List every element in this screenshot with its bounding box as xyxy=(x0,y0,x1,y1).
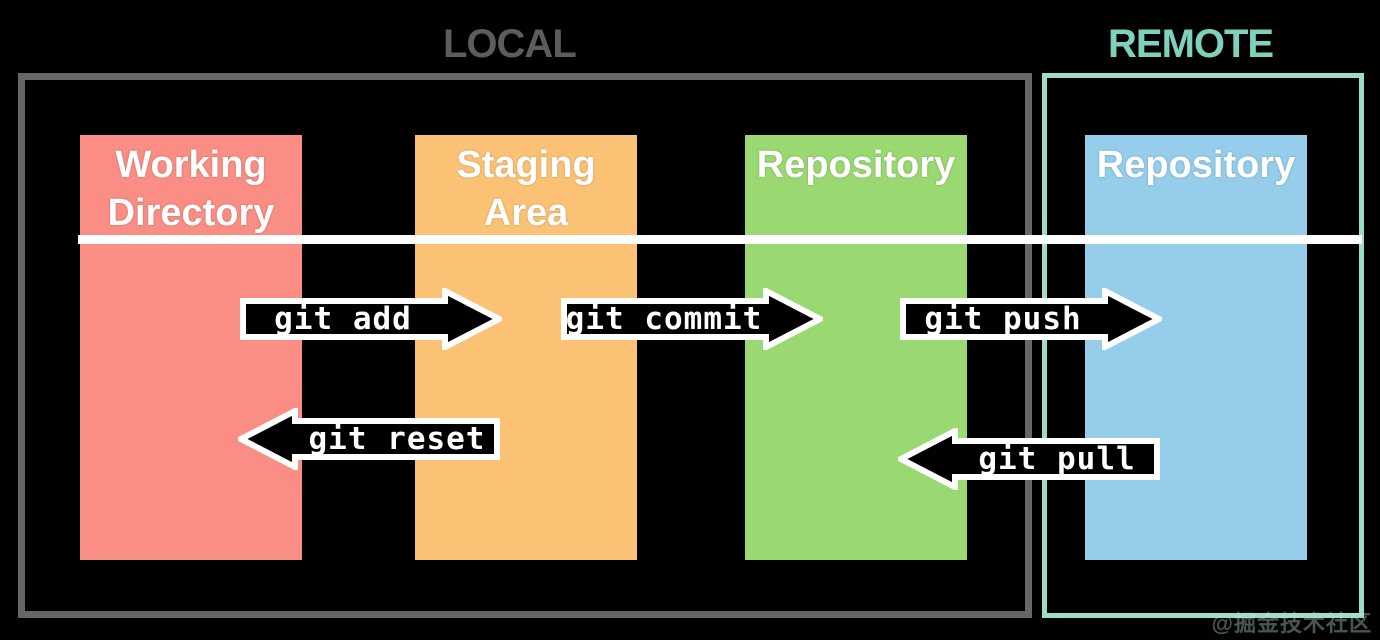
column-local-repository: Repository xyxy=(745,135,967,560)
column-label-remote-repository: Repository xyxy=(1085,141,1307,189)
local-zone-title: LOCAL xyxy=(443,22,577,66)
local-zone-frame xyxy=(18,73,1032,618)
arrow-git-reset: git reset xyxy=(238,408,500,470)
column-label-working-directory: Working Directory xyxy=(80,141,302,237)
column-label-line1: Repository xyxy=(1096,144,1296,186)
arrow-left-shape xyxy=(238,408,500,470)
remote-zone-title: REMOTE xyxy=(1108,22,1274,66)
column-staging-area: Staging Area xyxy=(415,135,637,560)
watermark: @掘金技术社区 xyxy=(1211,611,1372,636)
column-working-directory: Working Directory xyxy=(80,135,302,560)
arrow-right-shape xyxy=(240,288,502,350)
column-label-line1: Staging xyxy=(456,144,596,186)
column-label-staging-area: Staging Area xyxy=(415,141,637,237)
arrow-git-add: git add xyxy=(240,288,502,350)
column-label-local-repository: Repository xyxy=(745,141,967,189)
column-label-line2: Directory xyxy=(107,192,275,234)
arrow-git-commit: git commit xyxy=(561,288,823,350)
column-label-line2: Area xyxy=(483,192,569,234)
arrow-git-push: git push xyxy=(900,288,1162,350)
arrow-right-shape xyxy=(561,288,823,350)
arrow-right-shape xyxy=(900,288,1162,350)
remote-zone-frame xyxy=(1042,73,1364,618)
arrow-git-pull: git pull xyxy=(898,428,1160,490)
header-divider-line xyxy=(78,235,1362,244)
arrow-left-shape xyxy=(898,428,1160,490)
column-remote-repository: Repository xyxy=(1085,135,1307,560)
column-label-line1: Working xyxy=(115,144,267,186)
column-label-line1: Repository xyxy=(756,144,956,186)
